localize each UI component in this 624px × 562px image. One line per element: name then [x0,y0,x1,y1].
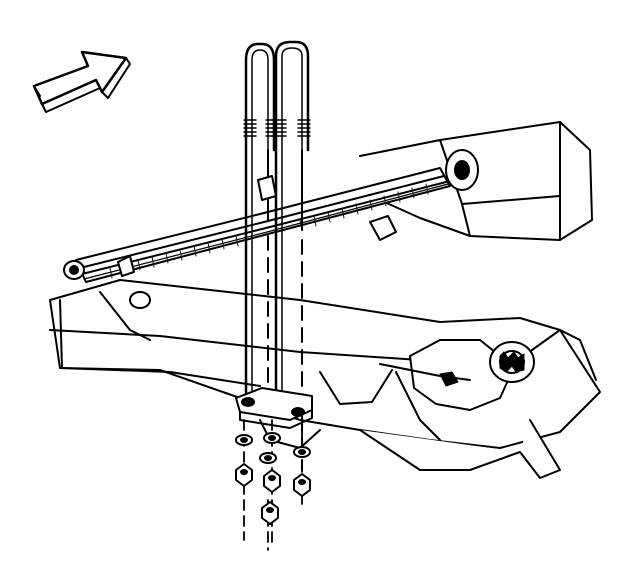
direction-arrow-icon [32,50,131,113]
u-bolt-rear [271,40,311,471]
differential [379,329,597,411]
washer [235,432,311,464]
u-bolt-nut [235,463,311,525]
spring-plate [235,387,313,429]
spring-clip [117,175,277,277]
leaf-spring [63,167,451,283]
u-bolt-front [243,42,277,402]
frame-rail [359,121,593,241]
